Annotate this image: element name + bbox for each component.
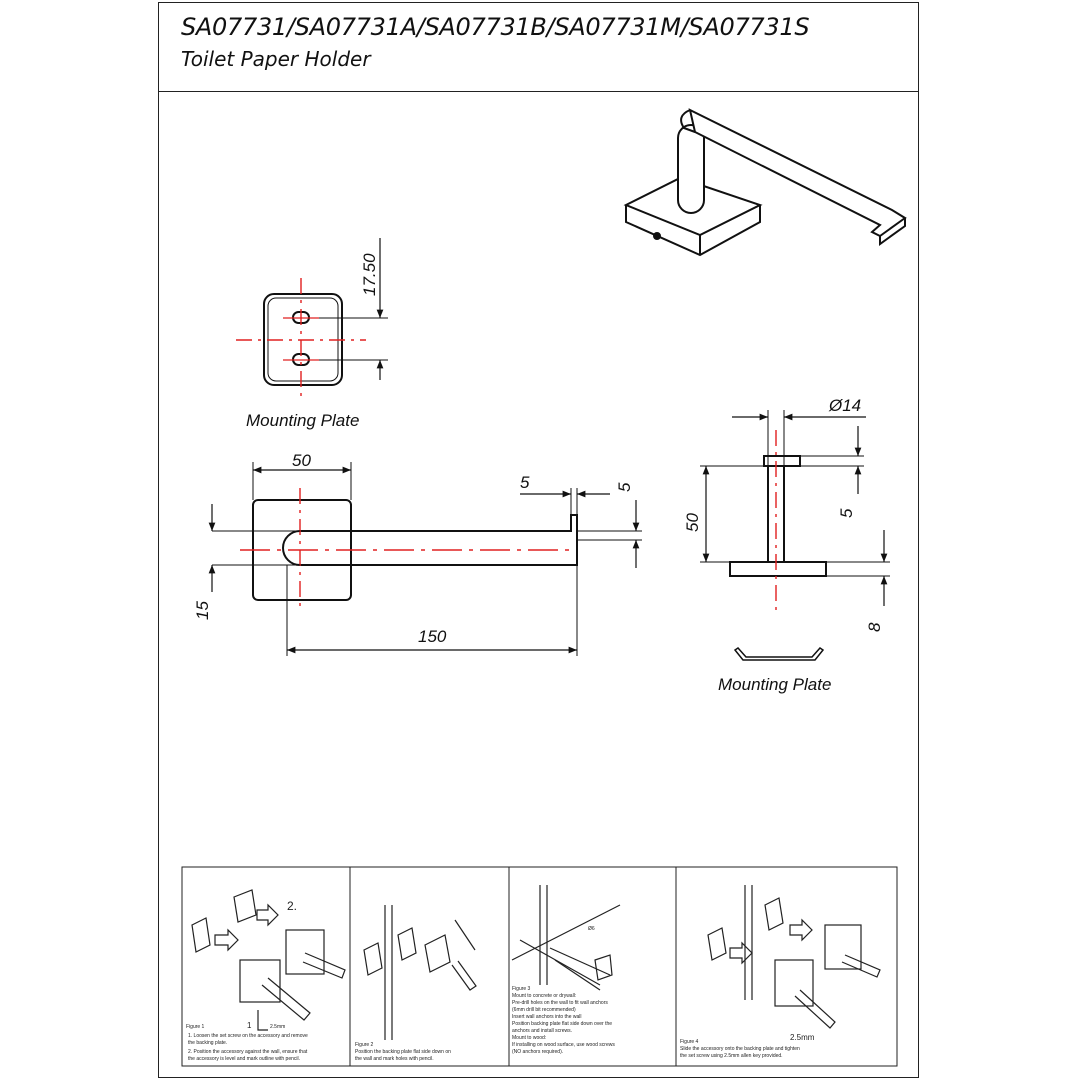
dim-diameter: Ø14 — [828, 396, 861, 415]
dim-plate-width: 50 — [292, 451, 311, 470]
fig4-line: the set screw using 2.5mm allen key prov… — [680, 1053, 783, 1059]
fig1-caption: Figure 1 — [186, 1024, 205, 1030]
figure-4 — [707, 885, 881, 1029]
fig3-line: Mount to concrete or drywall: — [512, 993, 576, 999]
dim-tip-height: 5 — [615, 482, 634, 492]
dim-base-thickness: 8 — [865, 622, 884, 632]
fig1-callout-2: 2.5mm — [270, 1024, 285, 1030]
fig1-line: 1. Loosen the set screw on the accessory… — [188, 1033, 308, 1039]
figure-2 — [363, 905, 477, 1040]
dim-tip-width: 5 — [520, 473, 530, 492]
fig1-step-label: 2. — [287, 899, 297, 913]
dim-hole-spacing: 17.50 — [360, 253, 379, 296]
fig3-line: Insert wall anchors into the wall — [512, 1014, 581, 1020]
fig1-line: the backing plate. — [188, 1040, 227, 1046]
fig3-text: Mount to concrete or drywall: Pre-drill … — [512, 993, 615, 1055]
side-elevation-view: Ø14 50 5 8 — [683, 396, 890, 661]
title-block: SA07731/SA07731A/SA07731B/SA07731M/SA077… — [159, 3, 918, 92]
fig2-caption: Figure 2 — [355, 1042, 374, 1048]
fig3-caption: Figure 3 — [512, 986, 531, 992]
fig2-line: Position the backing plate flat side dow… — [355, 1049, 451, 1055]
fig1-text: 1. Loosen the set screw on the accessory… — [188, 1033, 308, 1062]
fig3-line: (NO anchors required). — [512, 1049, 563, 1055]
fig1-callout-1: 1 — [247, 1021, 252, 1030]
fig3-line: Pre-drill holes on the wall to fit wall … — [512, 1000, 608, 1006]
mounting-plate-front-view: 17.50 — [236, 238, 388, 400]
fig4-callout: 2.5mm — [790, 1033, 815, 1042]
mounting-plate-label-front: Mounting Plate — [246, 411, 359, 430]
fig4-caption: Figure 4 — [680, 1039, 699, 1045]
dim-arm-thickness: 15 — [193, 601, 212, 620]
installation-panel — [181, 866, 898, 1067]
fig3-line: Mount to wood: — [512, 1035, 546, 1041]
dim-height: 50 — [683, 513, 702, 532]
fig2-line: the wall and mark holes with pencil. — [355, 1056, 434, 1062]
figure-1 — [191, 889, 346, 1031]
dim-arm-length: 150 — [418, 627, 447, 646]
fig3-line: Position backing plate flat side down ov… — [512, 1021, 612, 1027]
fig4-line: Slide the accessory onto the backing pla… — [680, 1046, 800, 1052]
drawing-sheet: SA07731/SA07731A/SA07731B/SA07731M/SA077… — [158, 2, 919, 1078]
fig3-line: (6mm drill bit recommended) — [512, 1007, 576, 1013]
figure-3 — [511, 885, 621, 991]
fig3-line: anchors and install screws. — [512, 1028, 572, 1034]
isometric-view — [623, 108, 907, 257]
product-codes: SA07731/SA07731A/SA07731B/SA07731M/SA077… — [181, 13, 810, 41]
fig1-line: the accessory is level and mark outline … — [188, 1056, 300, 1062]
front-elevation-view: 50 15 150 5 5 — [193, 451, 642, 656]
mounting-plate-label-side: Mounting Plate — [718, 675, 831, 694]
fig3-line: If installing on wood surface, use wood … — [512, 1042, 615, 1048]
fig1-line: 2. Position the accessory against the wa… — [188, 1049, 308, 1055]
dim-cap-thickness: 5 — [837, 508, 856, 518]
fig3-drill-label: Ø6 — [588, 926, 595, 932]
product-name: Toilet Paper Holder — [181, 47, 371, 71]
